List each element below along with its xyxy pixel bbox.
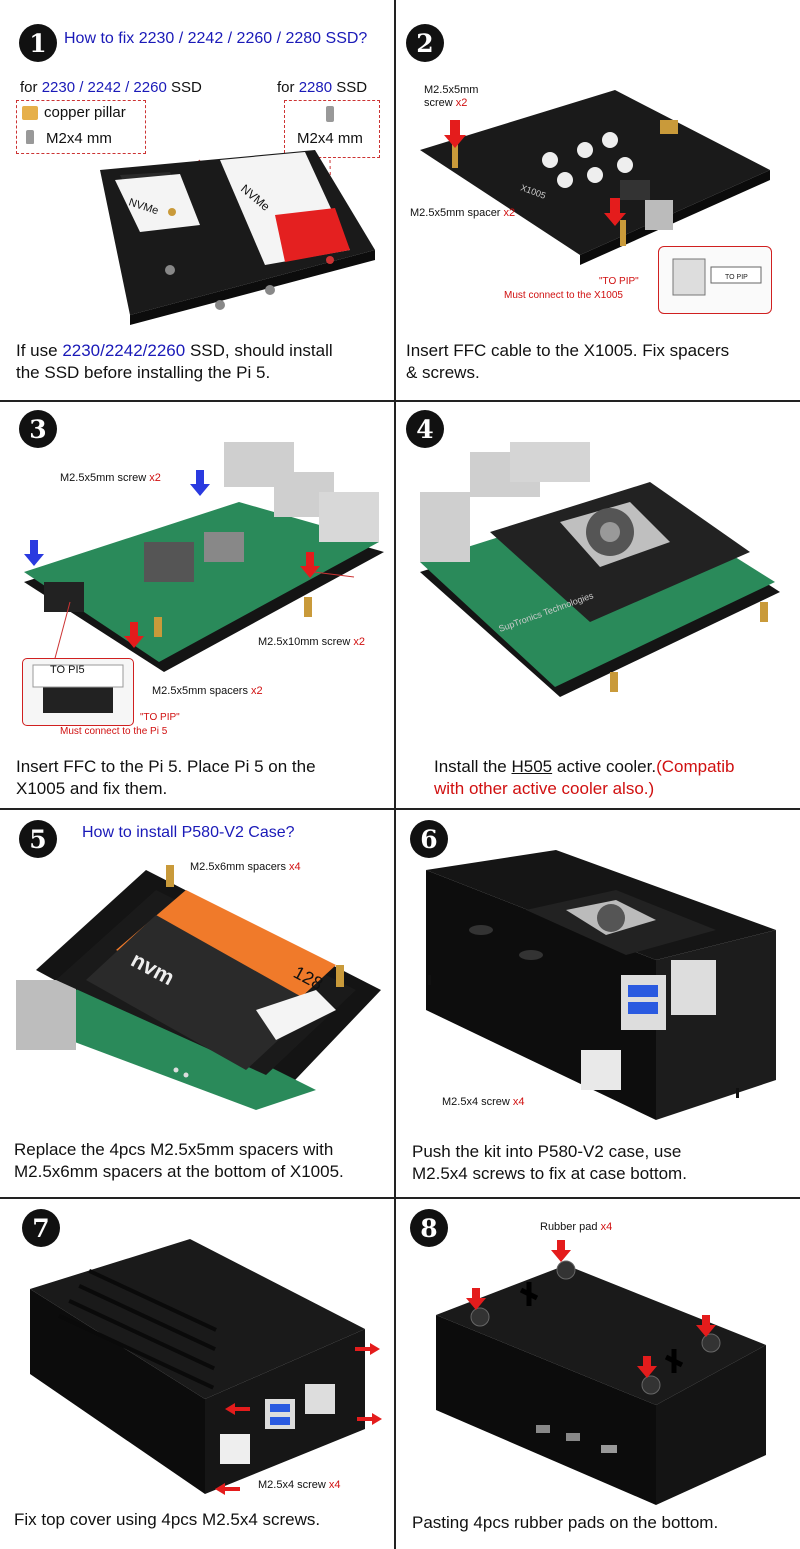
screw-icon	[326, 106, 334, 122]
step-3-must-connect: Must connect to the Pi 5	[60, 726, 168, 737]
step-2-to-pip: "TO PIP"	[599, 276, 639, 287]
step-1-right-callout	[284, 100, 380, 158]
ssd-stack-illustration	[16, 865, 381, 1110]
step-6-panel: 6 M2.5x4 screw x4 Push the kit into P580…	[396, 810, 800, 1197]
step-8-pad-label: Rubber pad x4	[540, 1221, 613, 1233]
step-4-caption-1: Install the H505 active cooler.(Compatib	[434, 757, 735, 776]
step-4-panel: 4 SupTronics Technologies Install the H5…	[396, 402, 800, 808]
divider-row-2	[0, 808, 800, 810]
step-3-caption-1: Insert FFC to the Pi 5. Place Pi 5 on th…	[16, 757, 316, 776]
step-4-caption-2: with other active cooler also.)	[434, 779, 655, 798]
step-2-screw-label: M2.5x5mm	[424, 84, 479, 96]
step-3-connector-zoom	[22, 658, 134, 726]
step-2-spacer-label: M2.5x5mm spacer x2	[410, 207, 516, 219]
step-7-panel: 7 M2.5x4 screw x4 Fix top cover using 4p…	[0, 1199, 394, 1549]
step-1-left-callout	[16, 100, 146, 154]
step-5-spacers-label: M2.5x6mm spacers x4	[190, 861, 301, 873]
p580-case-open-illustration	[426, 850, 776, 1120]
p580-case-bottom-illustration	[436, 1240, 766, 1505]
divider-row-3	[0, 1197, 800, 1199]
step-1-panel: 1 How to fix 2230 / 2242 / 2260 / 2280 S…	[0, 0, 394, 400]
step-2-caption-1: Insert FFC cable to the X1005. Fix space…	[406, 341, 730, 360]
x1005-board-illustration: NVMe NVMe	[100, 150, 375, 325]
step-2-caption-2: & screws.	[406, 363, 480, 382]
screw-icon	[26, 130, 34, 144]
step-6-caption-2: M2.5x4 screws to fix at case bottom.	[412, 1164, 687, 1183]
step-number-4: 4	[406, 410, 444, 448]
step-6-caption-1: Push the kit into P580-V2 case, use	[412, 1142, 682, 1161]
step-6-screw-label: M2.5x4 screw x4	[442, 1096, 525, 1108]
step-7-screw-label: M2.5x4 screw x4	[258, 1479, 341, 1491]
active-cooler-illustration: SupTronics Technologies	[420, 442, 780, 697]
step-1-caption-1: If use 2230/2242/2260 SSD, should instal…	[16, 341, 333, 360]
step-5-panel: 5 How to install P580-V2 Case? M2.5x6mm …	[0, 810, 394, 1197]
copper-pillar-icon	[22, 106, 38, 120]
step-2-connector-zoom: TO PIP	[658, 246, 772, 314]
step-number-6: 6	[410, 820, 448, 858]
step-number-3: 3	[19, 410, 57, 448]
step-2-screw-label-2: screw x2	[424, 97, 468, 109]
step-1-title: How to fix 2230 / 2242 / 2260 / 2280 SSD…	[64, 30, 368, 47]
step-1-caption-2: the SSD before installing the Pi 5.	[16, 363, 271, 382]
step-3-screw-label: M2.5x5mm screw x2	[60, 472, 161, 484]
step-3-spacers-label: M2.5x5mm spacers x2	[152, 685, 263, 697]
step-number-7: 7	[22, 1209, 60, 1247]
step-3-to-pi5: TO PI5	[50, 664, 85, 676]
x1005-board-back-illustration: X1005	[420, 90, 770, 265]
step-3-screw10-label: M2.5x10mm screw x2	[258, 636, 365, 648]
step-number-5: 5	[19, 820, 57, 858]
step-1-sub-left: for 2230 / 2242 / 2260 SSD	[20, 79, 202, 96]
step-number-8: 8	[410, 1209, 448, 1247]
step-5-title: How to install P580-V2 Case?	[82, 824, 295, 841]
step-1-screw-right: M2x4 mm	[297, 130, 363, 147]
divider-column	[394, 0, 396, 1549]
step-1-sub-right: for 2280 SSD	[277, 79, 368, 96]
step-3-panel: 3 M2.5x5mm screw x2 M2.5x10mm screw x2 T…	[0, 402, 394, 808]
step-1-screw-left: M2x4 mm	[46, 130, 112, 147]
step-7-caption-1: Fix top cover using 4pcs M2.5x4 screws.	[14, 1510, 321, 1529]
step-2-panel: 2 M2.5x5mm screw x2 X1005 M2.5x5mm space…	[396, 0, 800, 400]
p580-case-closed-illustration	[30, 1239, 382, 1495]
step-3-to-pip: "TO PIP"	[140, 712, 180, 723]
step-8-panel: 8 Rubber pad x4 Pasting 4pcs rubber pads…	[396, 1199, 800, 1549]
pi5-on-x1005-illustration	[24, 442, 384, 672]
step-2-must-connect: Must connect to the X1005	[504, 290, 623, 301]
step-3-caption-2: X1005 and fix them.	[16, 779, 168, 798]
copper-pillar-label: copper pillar	[44, 104, 126, 121]
step-number-1: 1	[19, 24, 57, 62]
divider-row-1	[0, 400, 800, 402]
step-8-caption-1: Pasting 4pcs rubber pads on the bottom.	[412, 1513, 719, 1532]
step-number-2: 2	[406, 24, 444, 62]
svg-text:TO PIP: TO PIP	[725, 274, 748, 281]
step-5-caption-1: Replace the 4pcs M2.5x5mm spacers with	[14, 1140, 334, 1159]
step-5-caption-2: M2.5x6mm spacers at the bottom of X1005.	[14, 1162, 344, 1181]
